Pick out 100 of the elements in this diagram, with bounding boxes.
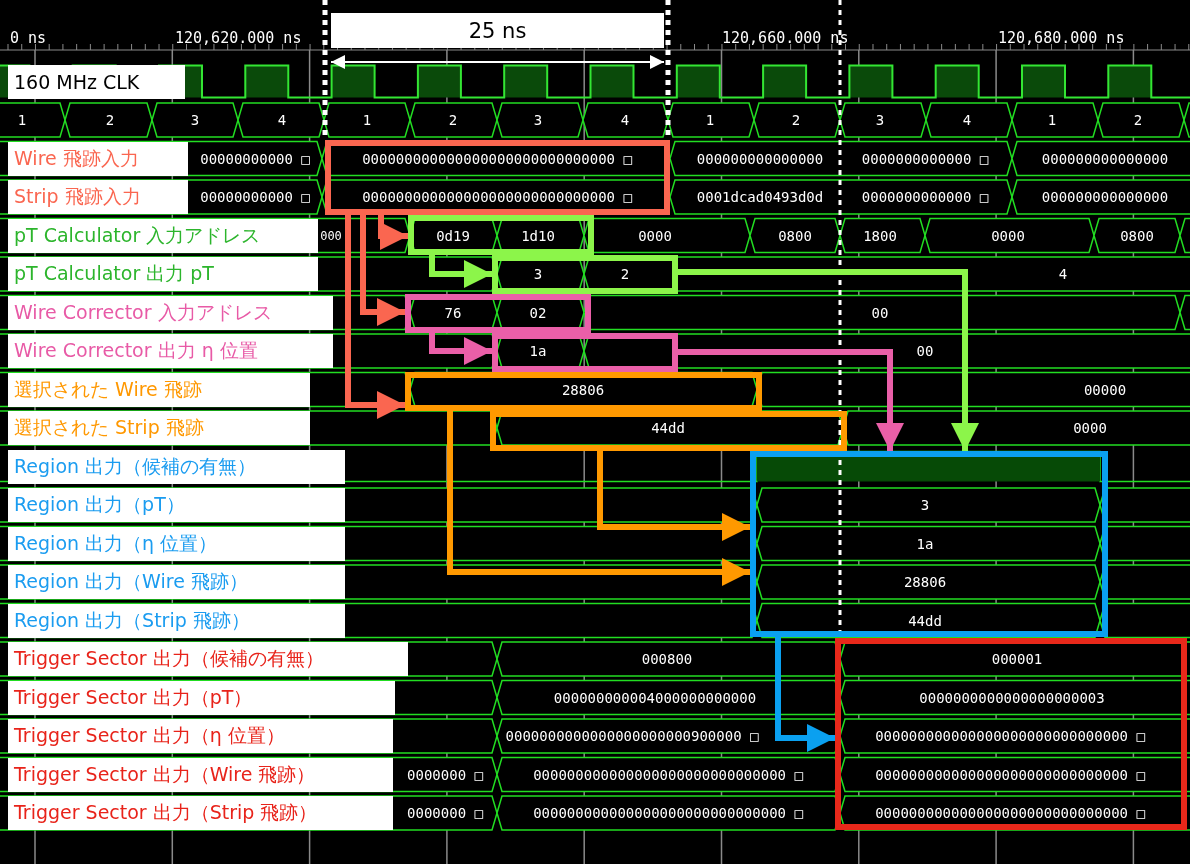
- signal-name: pT Calculator 入力アドレス: [14, 222, 261, 248]
- bus-value: 000000000000000000000000000000 □: [875, 729, 1145, 743]
- bus-value: 000000000000000000000000000000 □: [362, 151, 632, 166]
- signal-name: pT Calculator 出力 pT: [14, 261, 214, 286]
- bus-value: 1a: [529, 344, 547, 358]
- bus-value: 0000: [991, 228, 1025, 243]
- bus-value: 0000000000000 □: [861, 190, 989, 204]
- signal-name-box: [8, 526, 345, 561]
- arrow: [597, 451, 750, 541]
- bus-value: 0000: [1073, 421, 1107, 435]
- time-label: 120,660.000 ns: [722, 30, 849, 46]
- bus-value: 000000000000000000000000000000 □: [875, 767, 1145, 782]
- signal-name-box: [8, 757, 393, 792]
- bus-value: 000800: [641, 652, 693, 666]
- signal-name: Trigger Sector 出力（pT）: [14, 684, 253, 710]
- counter-value: 3: [533, 113, 543, 127]
- bus-value: 0800: [778, 228, 812, 243]
- bus-value: 02: [529, 305, 547, 320]
- bus-value: 1a: [916, 536, 934, 551]
- signal-name: Region 出力（pT）: [14, 492, 185, 517]
- bus-value: 28806: [561, 382, 605, 397]
- signal-name-box: [8, 680, 395, 715]
- bus-value: 0000000000000 □: [861, 151, 989, 166]
- arrow: [345, 215, 405, 419]
- bus-value: 2: [620, 267, 630, 281]
- time-label: 0 ns: [10, 30, 47, 46]
- signal-name: Region 出力（Wire 飛跡）: [14, 569, 248, 594]
- signal-name-box: [8, 141, 188, 176]
- bus-value: 000000000000000: [1041, 151, 1169, 166]
- bus-value: 00000000000 □: [200, 151, 310, 166]
- signal-name: Region 出力（η 位置）: [14, 530, 218, 556]
- bus-value: 000: [320, 229, 342, 242]
- counter-value: 3: [190, 113, 200, 127]
- signal-name: 選択された Wire 飛跡: [14, 376, 202, 402]
- signal-name-box: [8, 796, 393, 830]
- signal-name-box: [8, 334, 333, 368]
- bus-value: 4: [1058, 267, 1068, 281]
- highlight-box: [405, 372, 762, 411]
- counter-value: 1: [362, 113, 372, 127]
- signal-name: Trigger Sector 出力（候補の有無）: [14, 646, 324, 671]
- arrow: [378, 215, 408, 250]
- arrow: [678, 349, 904, 451]
- bus-value: 44dd: [908, 613, 942, 628]
- counter-value: 4: [962, 113, 972, 127]
- bus-value: 0d19: [436, 228, 470, 243]
- signal-name: Trigger Sector 出力（Wire 飛跡）: [14, 761, 316, 787]
- arrow: [429, 333, 492, 365]
- time-label: 120,620.000 ns: [175, 30, 302, 46]
- bus-value: 000000000004000000000000: [553, 690, 757, 705]
- counter-value: 4: [620, 113, 630, 127]
- signal-name: 選択された Strip 飛跡: [14, 415, 204, 440]
- bus-value: 000000000000000: [1041, 190, 1169, 204]
- highlight-box: [490, 411, 847, 451]
- highlight-box: [405, 294, 591, 333]
- bus-value: 000001: [991, 652, 1043, 666]
- dimension-label: 25 ns: [331, 13, 664, 48]
- signal-name: Region 出力（Strip 飛跡）: [14, 607, 250, 633]
- signal-name: Trigger Sector 出力（Strip 飛跡）: [14, 800, 318, 825]
- signal-name-box: [8, 565, 345, 599]
- bus-value: 000000000000000000000000000000 □: [875, 806, 1145, 820]
- bus-value: 000000000000000000000000000000 □: [533, 806, 803, 820]
- signal-name-box: [8, 372, 310, 407]
- arrow: [429, 255, 492, 288]
- highlight-box: [408, 215, 594, 255]
- arrow: [447, 411, 750, 586]
- signal-name: 160 MHz CLK: [14, 70, 140, 93]
- signal-name: Wire Corrector 入力アドレス: [14, 299, 272, 325]
- bus-value: 00: [916, 344, 934, 358]
- signal-name-box: [8, 257, 318, 291]
- signal-name-box: [8, 719, 393, 753]
- counter-value: 2: [448, 113, 458, 127]
- bus-value: 000000000000000000000000000000 □: [362, 190, 632, 204]
- bus-value: 00000: [1083, 382, 1127, 397]
- bus-value: 0000000000000000000003: [919, 690, 1105, 705]
- counter-value: 2: [105, 113, 115, 127]
- bus-value: 76: [444, 305, 462, 320]
- signal-name: Wire Corrector 出力 η 位置: [14, 338, 258, 363]
- signal-name-box: [8, 64, 185, 99]
- signal-name: Region 出力（候補の有無）: [14, 453, 257, 479]
- bus-value: 0000000 □: [407, 767, 483, 782]
- bus-value: 44dd: [651, 421, 685, 435]
- bus-value: 0000000000000000000000900000 □: [505, 729, 759, 743]
- bus-value: 000000000000000: [696, 151, 824, 166]
- time-label: 120,680.000 ns: [998, 30, 1125, 46]
- signal-name-box: [8, 411, 310, 445]
- counter-value: 2: [791, 113, 801, 127]
- bus-value: 3: [533, 267, 543, 281]
- bus-value: 00: [871, 305, 889, 320]
- bus-value: 1800: [863, 228, 897, 243]
- highlight-box: [835, 638, 1187, 830]
- bus-value: 1d10: [521, 228, 555, 243]
- signal-name-box: [8, 488, 345, 522]
- bus-value: 3: [920, 498, 930, 512]
- bus-value: 28806: [903, 575, 947, 589]
- counter-value: 4: [277, 113, 287, 127]
- bus-value: 0000: [638, 228, 672, 243]
- arrow: [360, 215, 405, 326]
- signal-name-box: [8, 603, 345, 638]
- signal-name: Trigger Sector 出力（η 位置）: [14, 723, 285, 748]
- highlight-box: [750, 451, 1108, 637]
